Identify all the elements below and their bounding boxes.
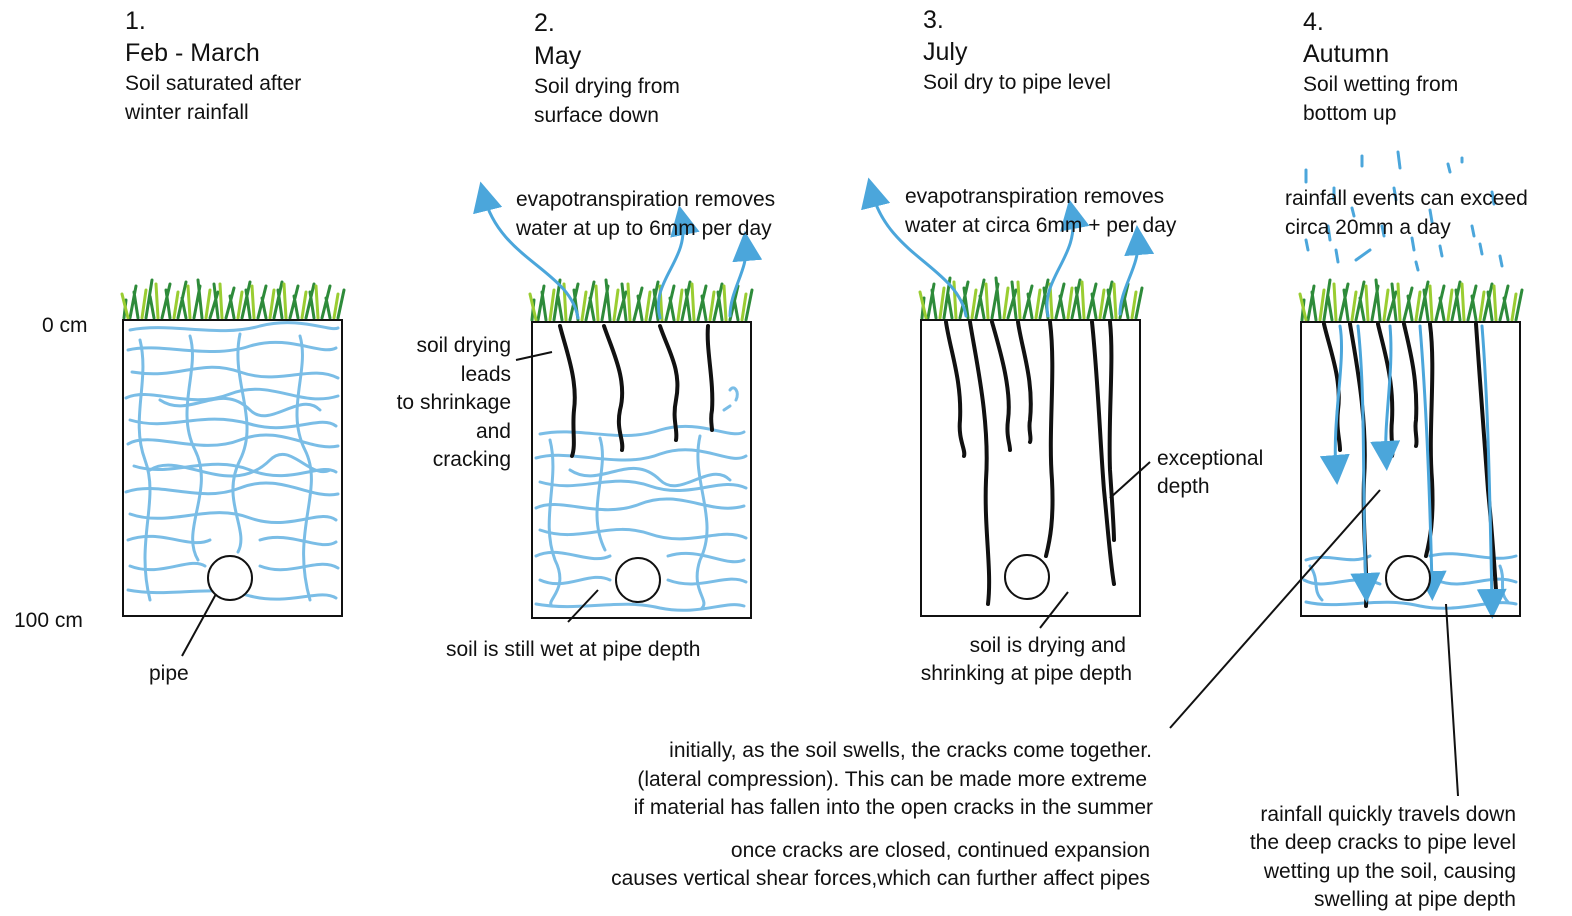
rainfall-events-line-1: rainfall events can exceed: [1285, 184, 1528, 213]
panel-3-season: July: [923, 37, 967, 67]
swell-note-line-1: initially, as the soil swells, the crack…: [669, 736, 1152, 765]
panel-4-description-line-1: Soil wetting from: [1303, 70, 1458, 99]
panel-1-pipe: [208, 556, 252, 600]
evap-may-line-1: evapotranspiration removes: [516, 185, 775, 214]
shear-note-line-2: causes vertical shear forces,which can f…: [611, 864, 1150, 893]
panel-2-pipe: [616, 558, 660, 602]
evap-may-line-2: water at up to 6mm per day: [516, 214, 772, 243]
rain-travel-line-2: the deep cracks to pipe level: [1250, 828, 1516, 857]
swell-note-line-3: if material has fallen into the open cra…: [634, 793, 1153, 822]
depth-label-top: 0 cm: [42, 311, 88, 340]
panel-1-grass: [122, 280, 344, 318]
panel-1-description-line-1: Soil saturated after: [125, 69, 301, 98]
panel-4-description-line-2: bottom up: [1303, 99, 1396, 128]
exceptional-depth-line-1: exceptional: [1157, 444, 1263, 473]
panel-2-description-line-2: surface down: [534, 101, 659, 130]
panel-3-description-line-1: Soil dry to pipe level: [923, 68, 1111, 97]
shrinkage-line-3: to shrinkage: [397, 388, 511, 417]
pipe-leader-line: [182, 594, 216, 656]
rain-travel-leader-line: [1446, 604, 1458, 796]
shrinkage-line-2: leads: [461, 360, 511, 389]
pipe-label: pipe: [149, 659, 189, 688]
shrinkage-leader-line: [516, 352, 552, 360]
panel-4-grass: [1300, 280, 1522, 320]
exceptional-depth-line-2: depth: [1157, 472, 1210, 501]
swell-note-line-2: (lateral compression). This can be made …: [637, 765, 1147, 794]
panel-2-grass: [530, 280, 752, 320]
evap-july-line-1: evapotranspiration removes: [905, 182, 1164, 211]
rain-travel-line-3: wetting up the soil, causing: [1264, 857, 1516, 886]
panel-2-number: 2.: [534, 8, 555, 38]
panel-1-number: 1.: [125, 6, 146, 36]
exceptional-depth-leader-line: [1110, 462, 1150, 498]
wet-pipe-label: soil is still wet at pipe depth: [446, 635, 700, 664]
rainfall-events-line-2: circa 20mm a day: [1285, 213, 1451, 242]
drying-pipe-leader-line: [1040, 592, 1068, 628]
shear-note-line-1: once cracks are closed, continued expans…: [731, 836, 1150, 865]
panel-4-number: 4.: [1303, 7, 1324, 37]
shrinkage-line-1: soil drying: [416, 331, 511, 360]
shrinkage-line-5: cracking: [433, 445, 511, 474]
rain-travel-line-1: rainfall quickly travels down: [1260, 800, 1516, 829]
panel-2-description-line-1: Soil drying from: [534, 72, 680, 101]
drying-pipe-line-2: shrinking at pipe depth: [921, 659, 1132, 688]
swell-note-leader-line: [1170, 490, 1380, 728]
panel-2-season: May: [534, 41, 581, 71]
panel-3-pipe: [1005, 555, 1049, 599]
panel-4-pipe: [1386, 556, 1430, 600]
panel-3-grass: [920, 278, 1142, 318]
evap-july-line-2: water at circa 6mm + per day: [905, 211, 1176, 240]
drying-pipe-line-1: soil is drying and: [970, 631, 1126, 660]
panel-1-season: Feb - March: [125, 38, 260, 68]
shrinkage-line-4: and: [476, 417, 511, 446]
panel-3-number: 3.: [923, 5, 944, 35]
rain-travel-line-4: swelling at pipe depth: [1314, 885, 1516, 914]
depth-label-bottom: 100 cm: [14, 606, 83, 635]
panel-4-season: Autumn: [1303, 39, 1389, 69]
panel-1-description-line-2: winter rainfall: [125, 98, 249, 127]
